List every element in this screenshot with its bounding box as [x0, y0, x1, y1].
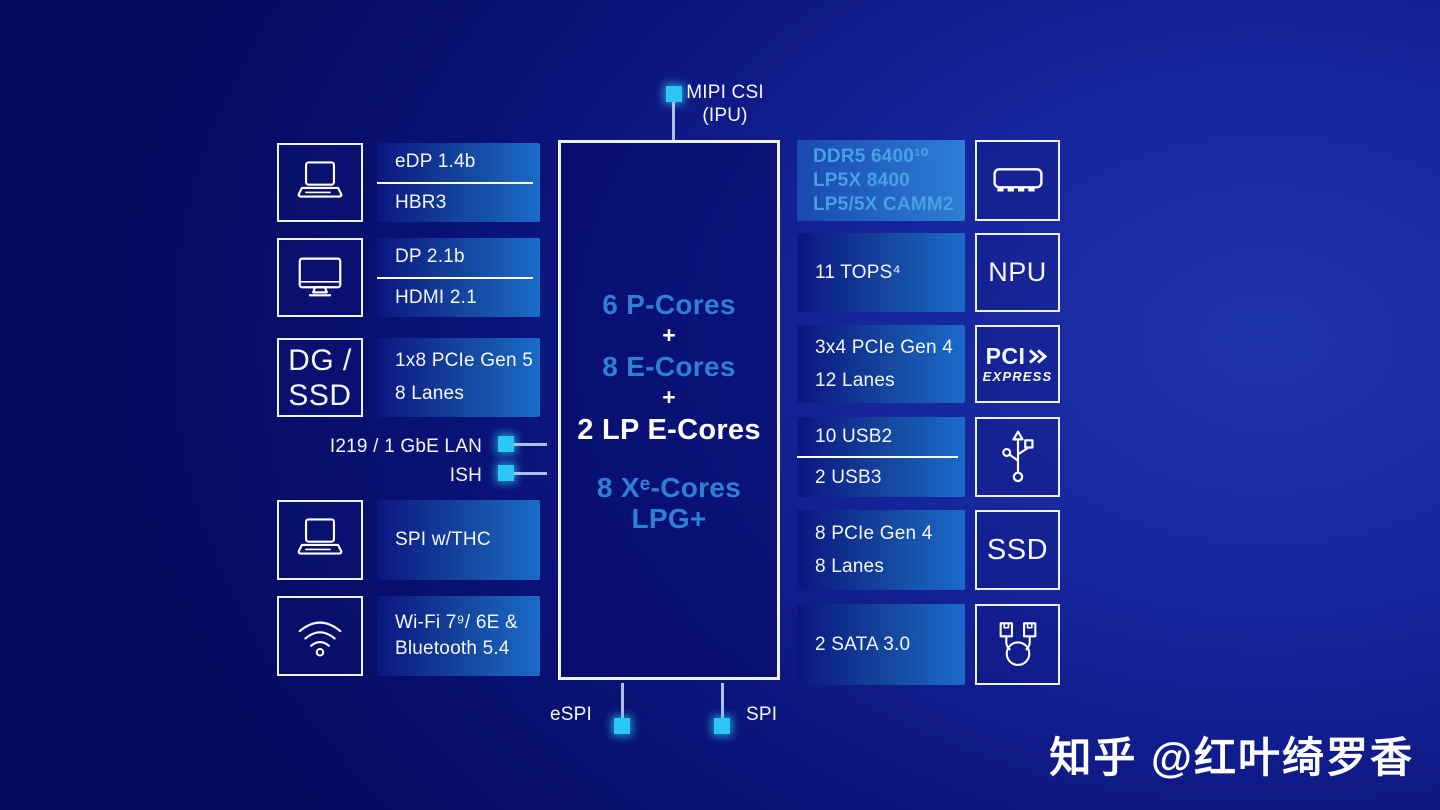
pci-express-box: PCI EXPRESS	[975, 325, 1060, 403]
zhihu-watermark: 知乎 @红叶绮罗香	[1049, 734, 1414, 781]
xe-lpg-label: LPG+	[631, 503, 707, 534]
tops-label: 11 TOPS⁴	[815, 261, 901, 283]
espi-connector-line	[621, 683, 624, 718]
dp-label-box: DP 2.1b HDMI 2.1	[377, 238, 540, 317]
spi-thc-label: SPI w/THC	[395, 529, 491, 550]
mipi-csi-label-line2: (IPU)	[702, 105, 748, 126]
pcie-gen5-lanes-label: 8 Lanes	[395, 383, 465, 404]
ssd-label: SSD	[288, 378, 352, 412]
divider	[377, 181, 533, 184]
pci-express-logo: PCI EXPRESS	[982, 343, 1053, 384]
espi-node-icon	[614, 718, 630, 734]
sata-label-box: 2 SATA 3.0	[797, 604, 965, 685]
memory-icon	[989, 163, 1047, 199]
memory-module-box	[975, 140, 1060, 221]
pcie-gen4-12-lanes-label: 12 Lanes	[815, 369, 895, 391]
ddr5-label: DDR5 6400¹⁰	[813, 146, 930, 167]
e-cores-label: 8 E-Cores	[602, 351, 736, 382]
lan-label: I219 / 1 GbE LAN	[329, 436, 482, 457]
usb-label-box: 10 USB2 2 USB3	[797, 417, 965, 497]
soc-core-text: 6 P-Cores + 8 E-Cores + 2 LP E-Cores 8 X…	[558, 288, 780, 534]
thc-laptop-box	[277, 500, 363, 580]
ish-connector-line	[514, 472, 547, 475]
laptop-icon	[293, 517, 347, 563]
spi-thc-label-box: SPI w/THC	[377, 500, 540, 580]
xe-cores-label: 8 Xᵉ-Cores	[596, 472, 742, 503]
express-logo-text: EXPRESS	[982, 369, 1053, 384]
usb-box	[975, 417, 1060, 497]
soc-core-box	[558, 140, 780, 680]
mipi-csi-label: MIPI CSI (IPU)	[682, 81, 768, 127]
sata-cable-icon	[992, 618, 1044, 672]
divider	[377, 276, 533, 279]
wifi-box	[277, 596, 363, 676]
memory-label-box: DDR5 6400¹⁰ LP5X 8400 LP5/5X CAMM2	[797, 140, 965, 221]
p-cores-label: 6 P-Cores	[602, 289, 736, 320]
pcie-gen5-label: 1x8 PCIe Gen 5	[395, 350, 533, 371]
dp-label: DP 2.1b	[395, 246, 465, 268]
mipi-csi-label-line1: MIPI CSI	[686, 82, 764, 103]
pcie-gen5-label-box: 1x8 PCIe Gen 5 8 Lanes	[377, 338, 540, 417]
wifi-label: Wi-Fi 7⁹/ 6E &	[395, 612, 518, 633]
mipi-csi-node-icon	[666, 86, 682, 102]
usb3-label: 2 USB3	[815, 466, 882, 488]
pcie-gen4-8-label: 8 PCIe Gen 4	[815, 522, 933, 544]
npu-label: NPU	[988, 257, 1047, 287]
usb-icon	[998, 429, 1038, 485]
ssd-box-label: SSD	[986, 533, 1049, 566]
ish-label: ISH	[449, 465, 482, 486]
camm2-label: LP5/5X CAMM2	[813, 194, 954, 215]
spi-label: SPI	[746, 704, 778, 725]
dg-ssd-box-text: DG / SSD	[288, 343, 352, 413]
laptop-icon	[293, 160, 347, 206]
plus-separator: +	[662, 322, 676, 348]
spi-connector-line	[721, 683, 724, 718]
sata-label: 2 SATA 3.0	[815, 633, 911, 655]
pcie-gen4-8-lanes-label: 8 Lanes	[815, 555, 885, 577]
pci-logo-text: PCI	[985, 343, 1026, 369]
wifi-label-box: Wi-Fi 7⁹/ 6E & Bluetooth 5.4	[377, 596, 540, 676]
lp-e-cores-label: 2 LP E-Cores	[577, 414, 761, 446]
bluetooth-label: Bluetooth 5.4	[395, 638, 510, 659]
edp-label-box: eDP 1.4b HBR3	[377, 143, 540, 222]
hdmi-label: HDMI 2.1	[395, 286, 477, 308]
dg-ssd-box: DG / SSD	[277, 338, 363, 417]
plus-separator: +	[662, 384, 676, 410]
laptop-display-box	[277, 143, 363, 222]
wifi-icon	[294, 614, 346, 658]
monitor-display-box	[277, 238, 363, 317]
pci-arrow-icon	[1029, 349, 1048, 364]
pcie-gen4-8-label-box: 8 PCIe Gen 4 8 Lanes	[797, 510, 965, 590]
npu-box: NPU	[975, 233, 1060, 312]
lan-connector-line	[514, 443, 547, 446]
ssd-box: SSD	[975, 510, 1060, 590]
pcie-gen4-12-label: 3x4 PCIe Gen 4	[815, 336, 953, 358]
hbr3-label: HBR3	[395, 191, 447, 213]
lp5x-label: LP5X 8400	[813, 170, 910, 191]
edp-label: eDP 1.4b	[395, 151, 476, 173]
spi-node-icon	[714, 718, 730, 734]
usb2-label: 10 USB2	[815, 425, 893, 447]
espi-label: eSPI	[550, 704, 592, 725]
monitor-icon	[293, 254, 347, 302]
dg-label: DG /	[288, 343, 352, 377]
lan-node-icon	[498, 436, 514, 452]
divider	[797, 456, 958, 458]
mipi-csi-connector-line	[672, 102, 675, 141]
pcie-gen4-12-label-box: 3x4 PCIe Gen 4 12 Lanes	[797, 325, 965, 403]
ish-node-icon	[498, 465, 514, 481]
sata-cable-box	[975, 604, 1060, 685]
tops-label-box: 11 TOPS⁴	[797, 233, 965, 312]
